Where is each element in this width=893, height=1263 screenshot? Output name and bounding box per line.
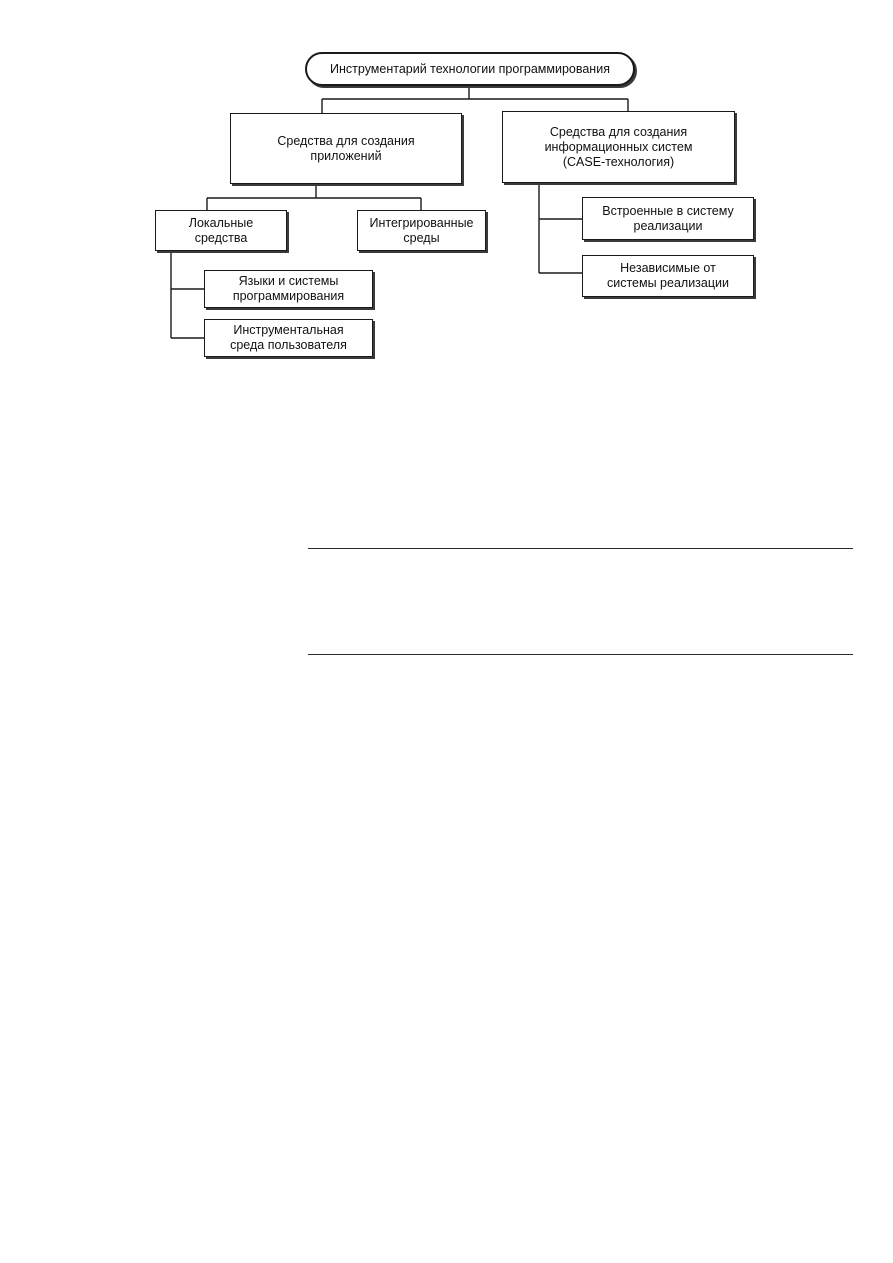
user-env-node: Инструментальная среда пользователя xyxy=(204,319,373,357)
tool-classification-diagram: Инструментарий технологии программирован… xyxy=(0,0,893,380)
root-node: Инструментарий технологии программирован… xyxy=(305,52,635,86)
independent-node: Независимые от системы реализации xyxy=(582,255,754,297)
built-in-node: Встроенные в систему реализации xyxy=(582,197,754,240)
app-tools-node: Средства для создания приложений xyxy=(230,113,462,184)
integrated-env-node: Интегрированные среды xyxy=(357,210,486,251)
horizontal-rule-top xyxy=(308,548,853,549)
user-env-label: Инструментальная среда пользователя xyxy=(230,323,347,352)
connector-lines xyxy=(170,85,629,339)
independent-label: Независимые от системы реализации xyxy=(606,261,729,290)
languages-label: Языки и системы программирования xyxy=(232,274,345,303)
root-node-label: Инструментарий технологии программирован… xyxy=(330,61,610,76)
integrated-env-label: Интегрированные среды xyxy=(369,215,474,245)
built-in-label: Встроенные в систему реализации xyxy=(602,203,734,233)
languages-node: Языки и системы программирования xyxy=(204,270,373,308)
local-tools-label: Локальные средства xyxy=(188,215,254,245)
is-tools-label: Средства для создания информационных сис… xyxy=(544,124,693,169)
app-tools-label: Средства для создания приложений xyxy=(277,133,415,163)
local-tools-node: Локальные средства xyxy=(155,210,287,251)
horizontal-rule-bottom xyxy=(308,654,853,655)
is-tools-node: Средства для создания информационных сис… xyxy=(502,111,735,183)
